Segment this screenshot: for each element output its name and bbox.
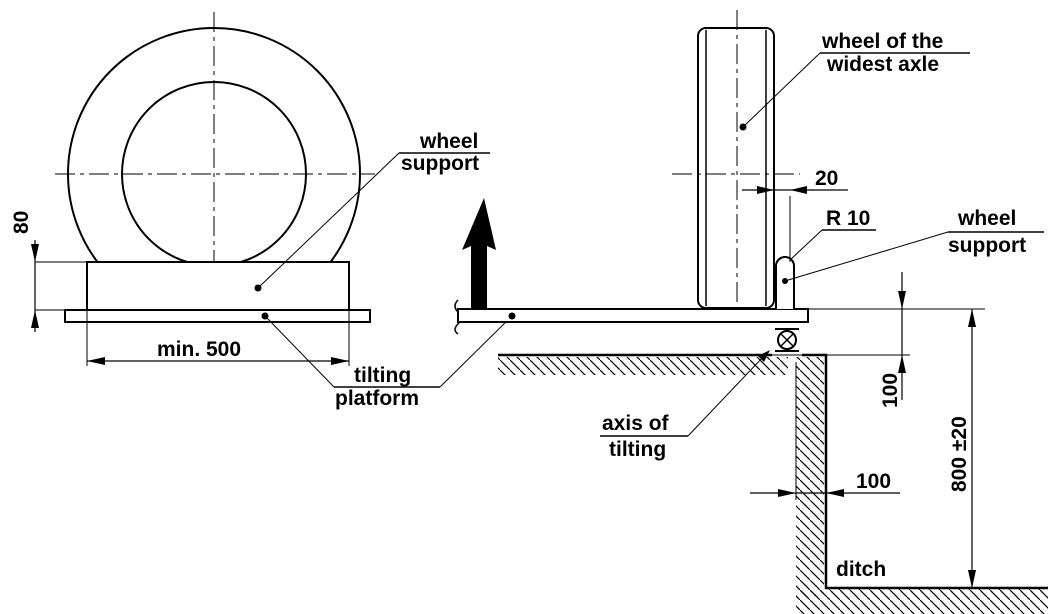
wheel-side-view	[697, 27, 775, 309]
label-wheel-widest-1: wheel of the	[821, 30, 943, 53]
leader-radius	[789, 229, 823, 261]
label-wheel-support-left-2: support	[401, 152, 479, 175]
leader-platform-right	[439, 315, 513, 388]
dim-support-height: 80	[10, 211, 33, 234]
front-view: 80 min. 500 wheel support	[10, 12, 490, 366]
dim-800-arrow-top	[968, 309, 976, 327]
leader-wheel-widest	[742, 52, 821, 128]
label-axis-of-tilting-1: axis of	[602, 412, 670, 435]
dim-platform-height: 800 ±20	[948, 416, 971, 492]
leader-wheel-support-right	[784, 231, 949, 282]
dim-step-height: 100	[879, 373, 902, 408]
dim-100-arrow-top	[898, 291, 906, 309]
label-tilting-platform-1: tilting	[354, 364, 411, 387]
label-axis-of-tilting-2: tilting	[609, 438, 666, 461]
tilt-direction-arrow	[462, 198, 496, 308]
dim-100-arrow-bottom	[898, 355, 906, 373]
dim-radius: R 10	[826, 207, 870, 230]
dim-offset-arrow-left	[778, 489, 796, 497]
ditch-profile	[498, 353, 1048, 590]
dim-20-arrow-right	[790, 186, 807, 194]
leader-platform-left	[264, 315, 335, 388]
label-wheel-widest-2: widest axle	[826, 53, 939, 76]
wheel-support-block-left	[86, 261, 350, 311]
dim-800-arrow-bottom	[968, 570, 976, 588]
platform-marker-dot-right	[508, 312, 516, 320]
label-ditch: ditch	[836, 558, 886, 581]
dim-80-arrow-bottom	[31, 310, 39, 328]
label-wheel-support-right-1: wheel	[957, 207, 1016, 230]
dim-500-arrow-left	[87, 357, 105, 365]
dim-80-arrow-top	[31, 244, 39, 262]
tilting-platform-right	[457, 308, 809, 323]
dim-ditch-offset: 100	[856, 470, 891, 493]
ground-hatching-top	[498, 357, 788, 375]
dim-gap: 20	[815, 167, 838, 190]
dim-500-arrow-right	[331, 357, 349, 365]
side-view: wheel of the widest axle 20 R 10 wheel s…	[454, 10, 1048, 614]
dim-20-arrow-left	[757, 186, 774, 194]
label-tilting-platform-2: platform	[335, 387, 419, 410]
ground-hatching-wall	[796, 357, 824, 597]
label-wheel-support-left-1: wheel	[419, 130, 478, 153]
tilting-platform-callout: tilting platform	[264, 315, 513, 410]
ground-hatching-bottom	[796, 589, 1048, 614]
dim-offset-arrow-right	[826, 489, 844, 497]
leader-axis-of-tilting	[687, 355, 765, 437]
leader-wheel-support-left	[257, 152, 400, 289]
label-wheel-support-right-2: support	[948, 234, 1026, 257]
axis-leader-arrow	[758, 350, 770, 362]
dim-support-width: min. 500	[157, 338, 241, 361]
tilting-platform-left	[64, 309, 371, 323]
